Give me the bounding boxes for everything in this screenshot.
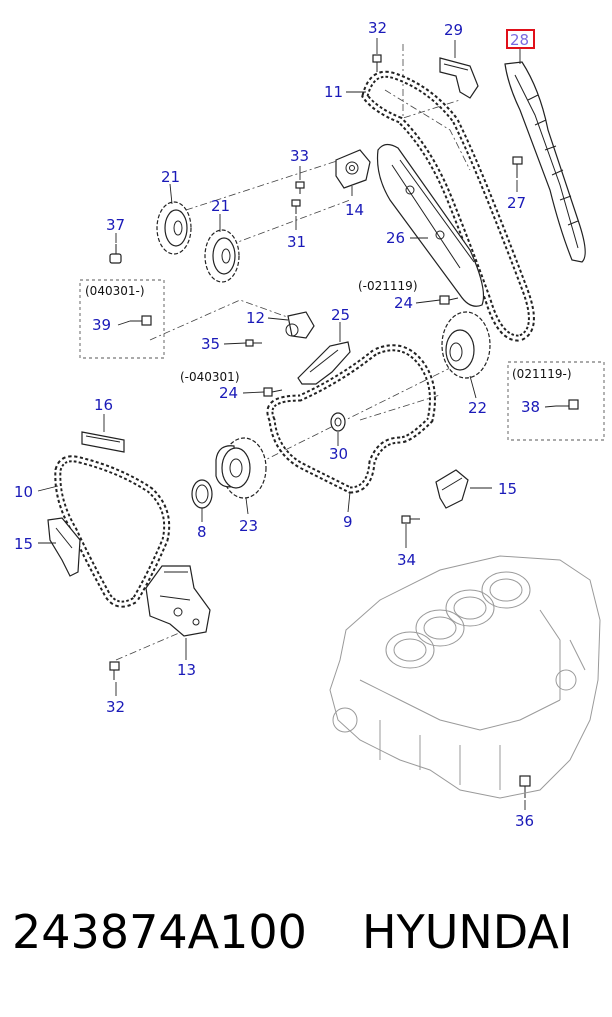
callout-30[interactable]: 30	[329, 445, 348, 463]
callout-38[interactable]: 38	[521, 398, 540, 416]
callout-24-mid[interactable]: 24	[219, 384, 238, 402]
bolt-32-bottom[interactable]	[109, 661, 120, 680]
part-number: 243874A100	[12, 905, 307, 959]
sprocket-22[interactable]	[441, 311, 491, 379]
bolt-24-top[interactable]	[439, 295, 459, 305]
callout-34[interactable]: 34	[397, 551, 416, 569]
bolt-34[interactable]	[401, 515, 420, 524]
bolt-33[interactable]	[295, 181, 305, 194]
callout-13[interactable]: 13	[177, 661, 196, 679]
callout-26[interactable]: 26	[386, 229, 405, 247]
chain-tensioner-arm[interactable]	[376, 143, 485, 307]
callout-35[interactable]: 35	[201, 335, 220, 353]
alignment-lines	[115, 44, 471, 661]
tensioner-13[interactable]	[145, 565, 211, 637]
chain-guide-16[interactable]	[81, 431, 125, 453]
balancer-chain[interactable]	[54, 455, 171, 608]
callout-36[interactable]: 36	[515, 812, 534, 830]
note-040301-box: (040301-)	[85, 284, 145, 298]
callout-16[interactable]: 16	[94, 396, 113, 414]
washer-30[interactable]	[330, 412, 346, 432]
callout-29[interactable]: 29	[444, 21, 463, 39]
callout-14[interactable]: 14	[345, 201, 364, 219]
cylinder-block	[329, 555, 601, 799]
chain-guide-15-right[interactable]	[435, 469, 469, 509]
tensioner-12[interactable]	[285, 311, 315, 339]
bolt-39[interactable]	[130, 315, 152, 326]
chain-guide-upper[interactable]	[439, 57, 479, 99]
chain-guide-rail[interactable]	[504, 61, 586, 263]
bolt-31[interactable]	[291, 199, 301, 214]
callout-8[interactable]: 8	[197, 523, 207, 541]
footer: 243874A100 HYUNDAI	[0, 905, 612, 975]
bolt-35[interactable]	[245, 339, 262, 347]
callout-10[interactable]: 10	[14, 483, 33, 501]
note-021119-top: (-021119)	[358, 279, 418, 293]
callout-15-right[interactable]: 15	[498, 480, 517, 498]
revision-box-040301	[79, 279, 165, 359]
bolt-32-top[interactable]	[372, 54, 382, 72]
note-021119-box: (021119-)	[512, 367, 572, 381]
callout-32-bottom[interactable]: 32	[106, 698, 125, 716]
brand-name: HYUNDAI	[362, 905, 573, 959]
note-040301-mid: (-040301)	[180, 370, 240, 384]
callout-21-left[interactable]: 21	[161, 168, 180, 186]
idler-sprocket-right[interactable]	[204, 229, 240, 283]
tensioner-arm-25[interactable]	[297, 341, 351, 385]
callout-32-top[interactable]: 32	[368, 19, 387, 37]
highlight-box-28	[506, 29, 535, 49]
callout-11[interactable]: 11	[324, 83, 343, 101]
bolt-37[interactable]	[109, 244, 122, 264]
callout-9[interactable]: 9	[343, 513, 353, 531]
callout-39[interactable]: 39	[92, 316, 111, 334]
hydraulic-tensioner[interactable]	[335, 149, 371, 189]
bolt-36[interactable]	[519, 775, 531, 798]
callout-33[interactable]: 33	[290, 147, 309, 165]
chain-guide-15-left[interactable]	[47, 517, 81, 577]
callout-12[interactable]: 12	[246, 309, 265, 327]
callout-23[interactable]: 23	[239, 517, 258, 535]
lower-timing-chain[interactable]	[266, 344, 436, 494]
bolt-38[interactable]	[556, 399, 579, 410]
sprocket-23[interactable]	[215, 437, 267, 499]
leader-lines	[37, 38, 557, 810]
callout-22[interactable]: 22	[468, 399, 487, 417]
upper-timing-chain[interactable]	[361, 70, 535, 342]
callout-37[interactable]: 37	[106, 216, 125, 234]
revision-box-021119	[507, 361, 605, 441]
callout-27[interactable]: 27	[507, 194, 526, 212]
callout-25[interactable]: 25	[331, 306, 350, 324]
o-ring-8[interactable]	[191, 479, 213, 509]
timing-chain-exploded-diagram: 32 29 28 11 33 21 21 14 27 37 31 26 (-02…	[14, 19, 605, 830]
callout-28[interactable]: 28	[510, 31, 529, 49]
idler-sprocket-left[interactable]	[156, 201, 192, 255]
callout-24-top[interactable]: 24	[394, 294, 413, 312]
callout-labels: 32 29 28 11 33 21 21 14 27 37 31 26 (-02…	[14, 19, 572, 830]
bolt-27[interactable]	[512, 156, 523, 178]
callout-15-left[interactable]: 15	[14, 535, 33, 553]
callout-31[interactable]: 31	[287, 233, 306, 251]
bolt-24-mid[interactable]	[263, 387, 283, 397]
callout-21-right[interactable]: 21	[211, 197, 230, 215]
